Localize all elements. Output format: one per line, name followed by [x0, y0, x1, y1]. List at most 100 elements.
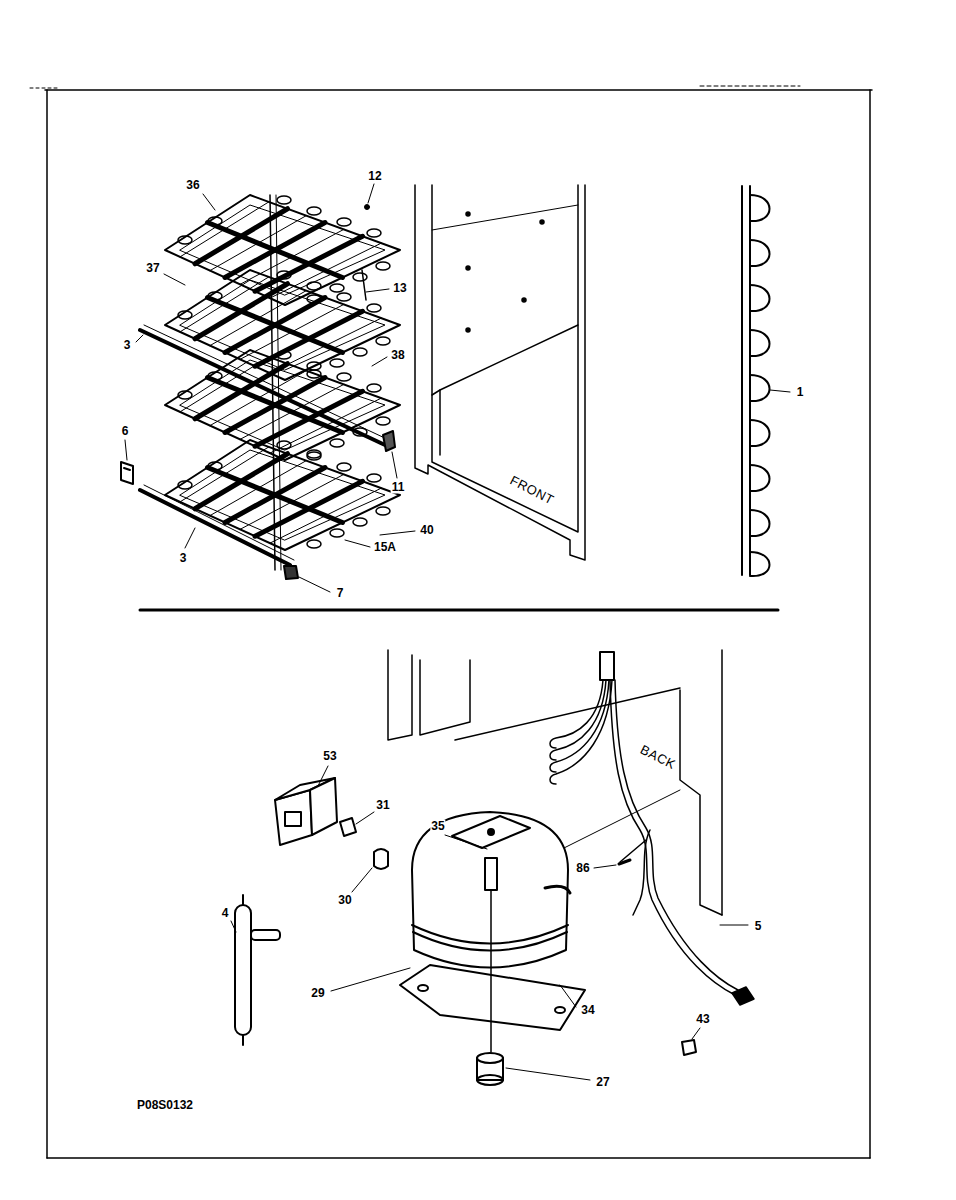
diagram-code: P08S0132	[136, 1099, 194, 1112]
line-art	[540, 220, 544, 224]
line-art	[477, 1075, 503, 1085]
line-art	[242, 1035, 244, 1045]
callout-number: 86	[575, 862, 590, 875]
line-art	[432, 205, 578, 230]
line-art	[270, 195, 275, 570]
line-art	[466, 212, 470, 216]
line-art	[732, 987, 754, 1005]
leader-lines	[125, 184, 790, 1080]
line-art	[750, 465, 770, 491]
line-art	[432, 185, 578, 532]
line-art	[466, 266, 470, 270]
line-art	[455, 688, 680, 740]
shelves	[121, 195, 400, 579]
line-art	[750, 330, 770, 356]
line-art	[750, 240, 770, 266]
line-art	[356, 812, 374, 824]
line-art	[30, 88, 60, 89]
line-art	[242, 895, 244, 905]
line-art	[545, 886, 570, 893]
line-art	[741, 186, 743, 575]
line-art	[610, 680, 735, 995]
line-art	[345, 540, 370, 547]
line-art	[235, 905, 251, 1035]
line-art	[388, 650, 412, 740]
relay-parts	[275, 778, 388, 869]
callout-number: 53	[322, 750, 337, 763]
line-art	[284, 566, 298, 579]
line-art	[560, 985, 576, 1007]
line-art	[231, 921, 236, 932]
orientation-label: BACK	[637, 742, 678, 771]
page-frame	[30, 86, 872, 1158]
line-art	[490, 890, 492, 1052]
line-art	[749, 186, 751, 575]
line-art	[340, 818, 356, 836]
line-art	[310, 778, 337, 835]
line-art	[365, 205, 370, 210]
callout-number: 40	[419, 524, 434, 537]
line-art	[125, 440, 127, 460]
callout-number: 29	[310, 987, 325, 1000]
line-art	[415, 185, 585, 560]
callout-number: 13	[392, 282, 407, 295]
callout-number: 27	[595, 1076, 610, 1089]
callout-number: 5	[754, 920, 763, 933]
callout-number: 11	[391, 481, 406, 494]
line-art	[251, 930, 280, 940]
line-art	[619, 860, 630, 864]
line-art	[506, 1068, 590, 1080]
line-art	[366, 289, 389, 292]
callout-number: 35	[430, 820, 445, 833]
line-art	[682, 1040, 696, 1055]
line-art	[47, 1157, 870, 1159]
line-art	[439, 390, 441, 455]
line-art	[550, 680, 612, 784]
line-art	[299, 577, 330, 592]
callout-number: 36	[185, 179, 200, 192]
line-art	[750, 195, 770, 221]
line-art	[600, 652, 614, 680]
line-art	[140, 330, 385, 445]
line-art	[362, 270, 366, 300]
drier	[235, 895, 280, 1045]
line-art	[700, 86, 800, 87]
line-art	[445, 835, 487, 849]
line-art	[45, 89, 872, 91]
line-art	[488, 829, 494, 835]
line-art	[372, 357, 387, 366]
callout-number: 34	[580, 1004, 595, 1017]
line-art	[383, 431, 395, 451]
line-art	[392, 452, 397, 478]
line-art	[352, 868, 372, 892]
line-art	[285, 812, 301, 826]
line-art	[276, 195, 281, 570]
line-art	[692, 1028, 700, 1039]
line-art	[144, 485, 294, 560]
line-art	[869, 90, 871, 1158]
line-art	[720, 925, 748, 926]
line-art	[750, 552, 770, 576]
line-art	[633, 830, 650, 915]
callout-number: 3	[179, 552, 188, 565]
line-art	[750, 285, 770, 311]
line-art	[620, 840, 646, 862]
line-art	[522, 298, 526, 302]
line-art	[413, 932, 567, 951]
line-art	[466, 328, 470, 332]
callout-number: 31	[375, 799, 390, 812]
line-art	[318, 766, 328, 786]
line-art	[721, 650, 723, 915]
line-art	[165, 440, 400, 550]
cabinet	[415, 185, 585, 560]
callout-number: 1	[796, 386, 805, 399]
line-art	[615, 680, 738, 990]
callout-number: 4	[221, 907, 230, 920]
line-art	[164, 274, 185, 285]
line-art	[144, 325, 389, 440]
line-art	[418, 985, 428, 991]
line-art	[368, 184, 374, 203]
line-art	[432, 325, 578, 395]
